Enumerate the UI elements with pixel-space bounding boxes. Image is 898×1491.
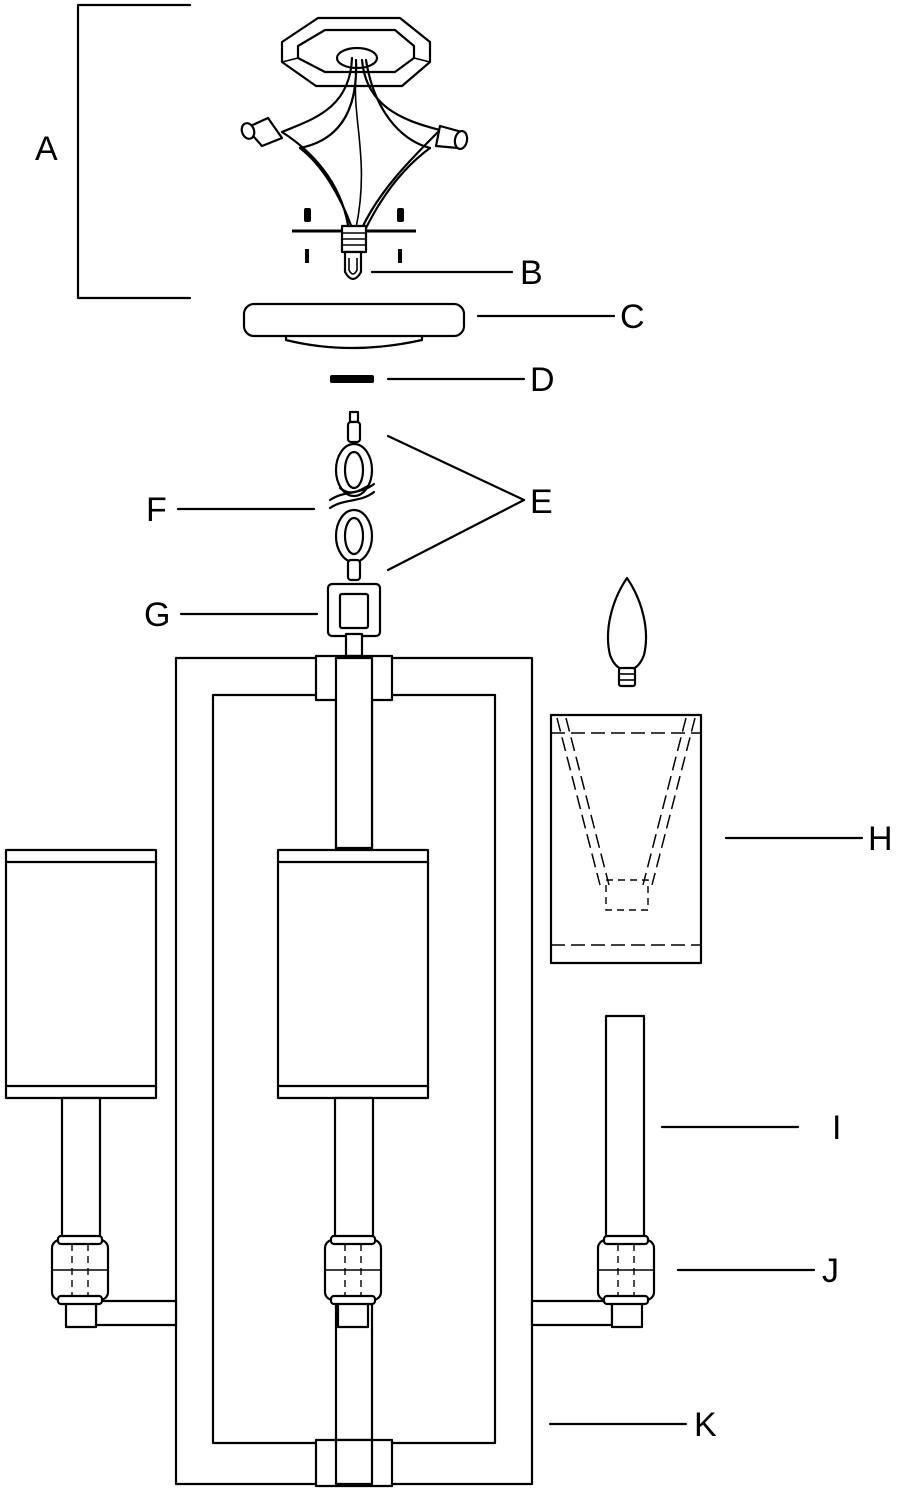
center-candle-assembly [276, 848, 430, 1306]
left-candle-assembly [4, 848, 158, 1306]
left-shade [4, 848, 158, 1100]
label-b: B [520, 254, 543, 292]
label-i: I [832, 1109, 841, 1147]
label-j: J [822, 1252, 839, 1290]
label-h: H [868, 820, 893, 858]
part-j-socket-cup [596, 1234, 816, 1306]
part-b-hook [343, 250, 514, 281]
label-e: E [530, 483, 553, 521]
label-g: G [144, 596, 170, 634]
label-a: A [35, 130, 58, 168]
label-d: D [530, 361, 555, 399]
light-bulb-icon [606, 576, 648, 688]
canopy [242, 302, 466, 338]
part-i-candle-sleeve [604, 1014, 800, 1248]
part-e-chain [176, 410, 526, 582]
part-d-canopy-ring [330, 375, 526, 383]
label-k: K [694, 1406, 717, 1444]
mounting-screw-icon [304, 208, 404, 263]
label-c: C [620, 298, 645, 336]
part-h-shade [549, 713, 864, 965]
label-f: F [146, 491, 167, 529]
part-c-canopy [242, 302, 616, 350]
canopy-ring [330, 375, 374, 383]
part-k-frame [174, 654, 688, 1488]
center-shade [276, 848, 430, 1100]
wire-nut-left [244, 116, 284, 148]
part-a-bracket-assembly [76, 3, 469, 300]
part-g-loop [179, 582, 382, 658]
part-a-bracket-line [76, 3, 192, 300]
